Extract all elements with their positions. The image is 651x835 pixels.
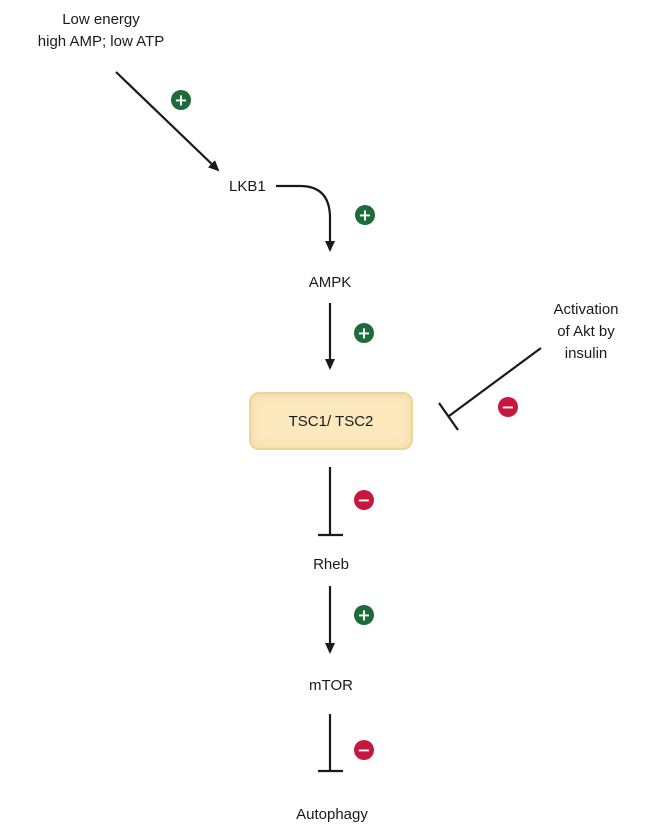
node-akt-line2: of Akt by <box>557 323 615 340</box>
minus-sign: − <box>357 741 370 760</box>
node-autophagy: Autophagy <box>296 806 368 823</box>
node-tsc1-tsc2: TSC1/ TSC2 <box>249 392 413 450</box>
minus-badge-mtor-autophagy: − <box>354 740 374 760</box>
minus-sign: − <box>357 491 370 510</box>
plus-sign: + <box>357 606 370 625</box>
minus-badge-akt-tsc: − <box>498 397 518 417</box>
plus-badge-lkb1-ampk: + <box>355 205 375 225</box>
node-tsc1-tsc2-label: TSC1/ TSC2 <box>288 412 374 430</box>
inhibit-akt-to-tsc <box>448 347 542 417</box>
node-mtor: mTOR <box>309 677 353 694</box>
minus-badge-tsc-rheb: − <box>354 490 374 510</box>
minus-sign: − <box>501 398 514 417</box>
node-low-energy: Low energy high AMP; low ATP <box>6 9 196 53</box>
plus-sign: + <box>174 91 187 110</box>
node-low-energy-line1: Low energy <box>62 11 140 28</box>
node-ampk: AMPK <box>308 274 352 291</box>
inhibit-akt-to-tsc-bar <box>438 402 459 431</box>
node-rheb: Rheb <box>313 556 349 573</box>
node-akt-line1: Activation <box>553 301 619 318</box>
node-low-energy-line2: high AMP; low ATP <box>37 33 165 50</box>
plus-badge-ampk-tsc: + <box>354 323 374 343</box>
arrow-lowenergy-to-lkb1 <box>115 71 220 172</box>
node-lkb1: LKB1 <box>229 178 266 195</box>
node-akt-activation: Activation of Akt by insulin <box>524 299 648 365</box>
plus-sign: + <box>357 324 370 343</box>
plus-sign: + <box>358 206 371 225</box>
plus-badge-lowenergy-lkb1: + <box>171 90 191 110</box>
node-akt-line3: insulin <box>564 345 608 362</box>
arrow-lkb1-to-ampk <box>276 184 335 252</box>
plus-badge-rheb-mtor: + <box>354 605 374 625</box>
